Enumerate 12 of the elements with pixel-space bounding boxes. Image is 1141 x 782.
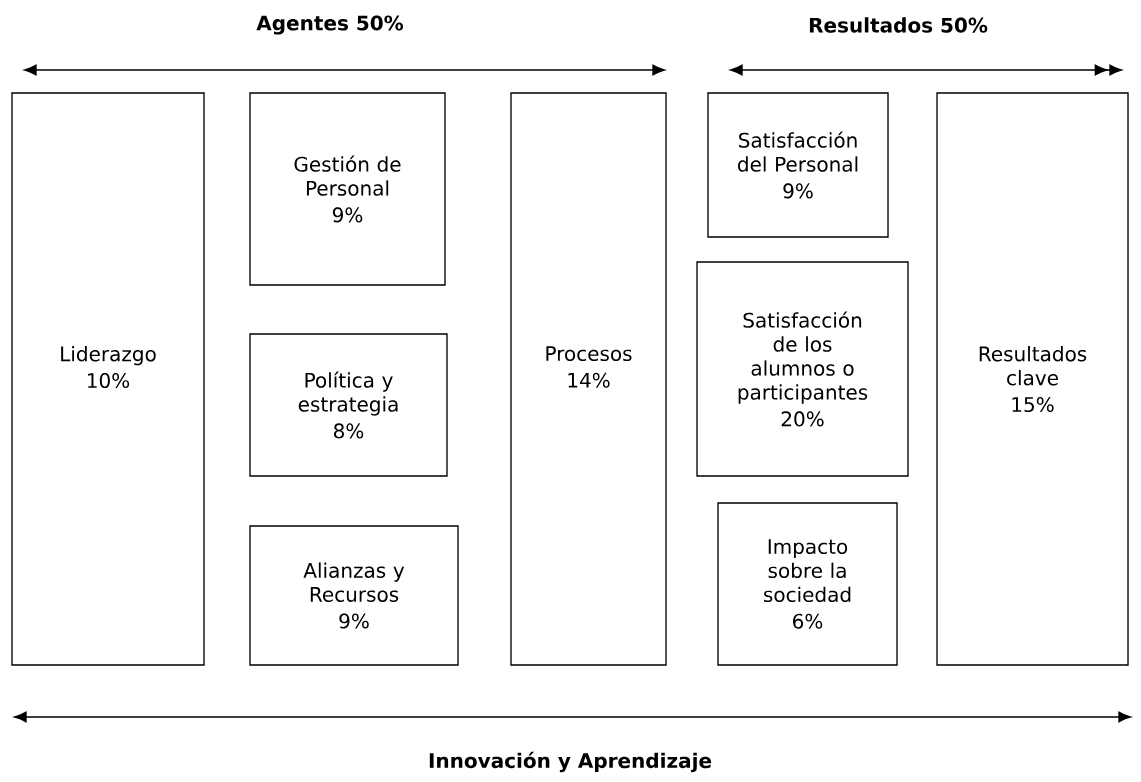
heading: Agentes 50% [256, 15, 404, 35]
heading: Resultados 50% [809, 17, 988, 33]
text-box: Resultados clave 15% [936, 92, 1129, 666]
text-box: Gestión de Personal 9% [249, 92, 446, 286]
text-box: Liderazgo 10% [11, 92, 205, 666]
text-box: Satisfacción del Personal 9% [707, 92, 889, 238]
text-box: Procesos 14% [510, 92, 667, 666]
text-box: Política y estrategia 8% [249, 333, 448, 477]
heading: Innovación y Aprendizaje [429, 751, 712, 773]
text-box: Alianzas y Recursos 9% [249, 525, 459, 666]
text-box: Impacto sobre la sociedad 6% [717, 502, 898, 666]
text-box: Satisfacción de los alumnos o participantes 20% [696, 261, 909, 477]
